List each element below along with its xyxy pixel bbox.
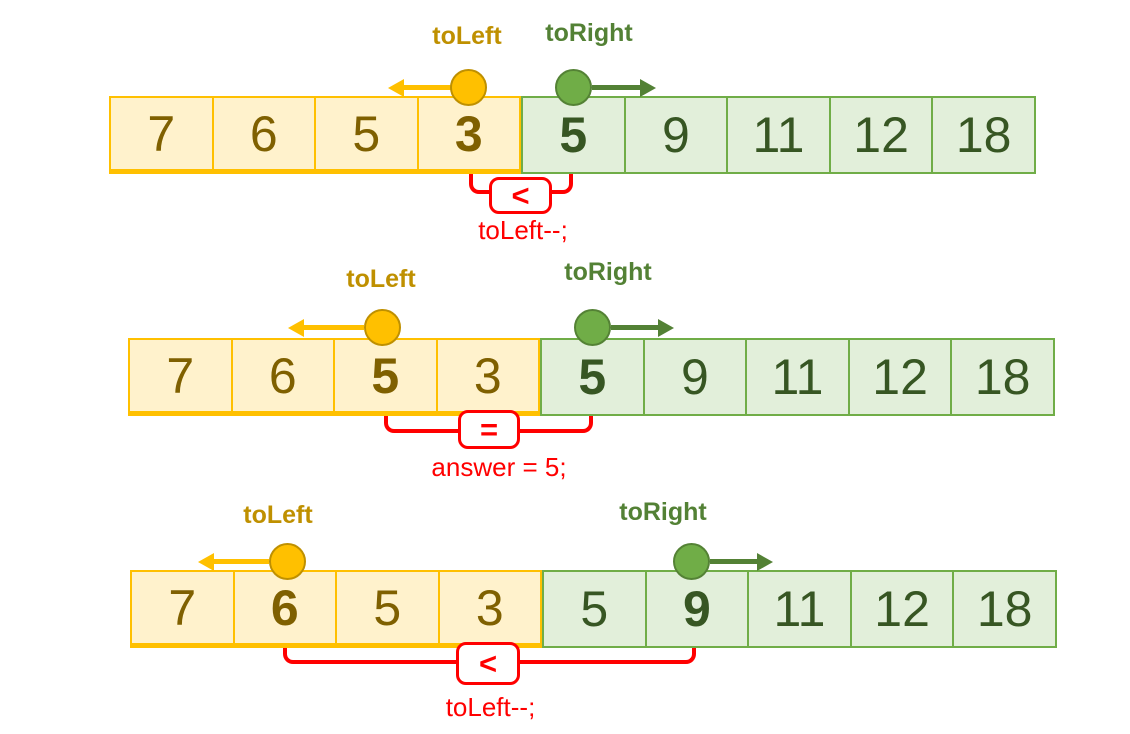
comparison-box: < <box>489 177 552 214</box>
toright-label: toRight <box>545 19 633 47</box>
right-arrow-shaft <box>592 85 640 90</box>
left-arrow-icon <box>198 553 214 571</box>
array-cell: 18 <box>952 572 1055 646</box>
number-array: 7 6 5 3 5 9 11 12 18 <box>128 338 1055 416</box>
array-cell: 18 <box>931 98 1034 172</box>
array-cell: 3 <box>435 340 539 411</box>
comparison-operator: = <box>479 411 499 447</box>
array-cell: 11 <box>745 340 848 414</box>
toright-label: toRight <box>564 258 652 286</box>
array-cell: 9 <box>623 98 727 172</box>
array-cell: 7 <box>166 347 195 404</box>
left-arrow-shaft <box>302 325 364 330</box>
array-cell: 3 <box>416 98 520 169</box>
toleft-label: toLeft <box>243 501 313 529</box>
array-cell: 7 <box>147 105 176 162</box>
array-cell: 11 <box>747 572 850 646</box>
right-arrow-shaft <box>710 559 757 564</box>
toright-pointer-dot <box>574 309 611 346</box>
number-array: 7 6 5 3 5 9 11 12 18 <box>109 96 1036 174</box>
array-cell: 5 <box>559 107 588 163</box>
code-annotation: toLeft--; <box>445 692 536 722</box>
right-arrow-shaft <box>611 325 658 330</box>
comparison-operator: < <box>478 645 498 681</box>
comparison-operator: < <box>511 177 530 213</box>
toleft-pointer-dot <box>269 543 306 580</box>
right-arrow-icon <box>658 319 674 337</box>
left-arrow-shaft <box>402 85 452 90</box>
array-cell: 5 <box>578 349 607 405</box>
left-arrow-icon <box>388 79 404 97</box>
array-cell: 18 <box>950 340 1053 414</box>
right-subarray: 5 9 11 12 18 <box>521 96 1036 174</box>
array-cell: 12 <box>828 98 932 172</box>
array-cell: 5 <box>333 340 436 411</box>
array-cell: 7 <box>168 579 197 636</box>
comparison-box: < <box>456 642 520 685</box>
array-cell: 5 <box>314 98 417 169</box>
right-arrow-icon <box>757 553 773 571</box>
comparison-box: = <box>458 410 520 449</box>
toright-pointer-dot <box>555 69 592 106</box>
toleft-label: toLeft <box>346 265 416 293</box>
array-cell: 9 <box>644 572 748 646</box>
array-cell: 5 <box>335 572 438 643</box>
toright-label: toRight <box>619 498 707 526</box>
array-cell: 11 <box>726 98 829 172</box>
array-cell: 3 <box>437 572 541 643</box>
right-subarray: 5 9 11 12 18 <box>542 570 1057 648</box>
toleft-label: toLeft <box>432 22 502 50</box>
number-array: 7 6 5 3 5 9 11 12 18 <box>130 570 1057 648</box>
array-cell: 9 <box>642 340 746 414</box>
toleft-pointer-dot <box>450 69 487 106</box>
array-cell: 12 <box>849 572 953 646</box>
toright-pointer-dot <box>673 543 710 580</box>
array-cell: 12 <box>847 340 951 414</box>
toleft-pointer-dot <box>364 309 401 346</box>
left-arrow-icon <box>288 319 304 337</box>
left-subarray: 7 6 5 3 <box>109 96 521 174</box>
code-annotation: answer = 5; <box>431 452 567 482</box>
left-subarray: 7 6 5 3 <box>128 338 540 416</box>
left-arrow-shaft <box>212 559 269 564</box>
code-annotation: toLeft--; <box>478 215 568 245</box>
left-subarray: 7 6 5 3 <box>130 570 542 648</box>
array-cell: 6 <box>232 572 336 643</box>
array-cell: 6 <box>230 340 334 411</box>
array-cell: 5 <box>580 581 609 637</box>
right-arrow-icon <box>640 79 656 97</box>
right-subarray: 5 9 11 12 18 <box>540 338 1055 416</box>
array-cell: 6 <box>211 98 315 169</box>
